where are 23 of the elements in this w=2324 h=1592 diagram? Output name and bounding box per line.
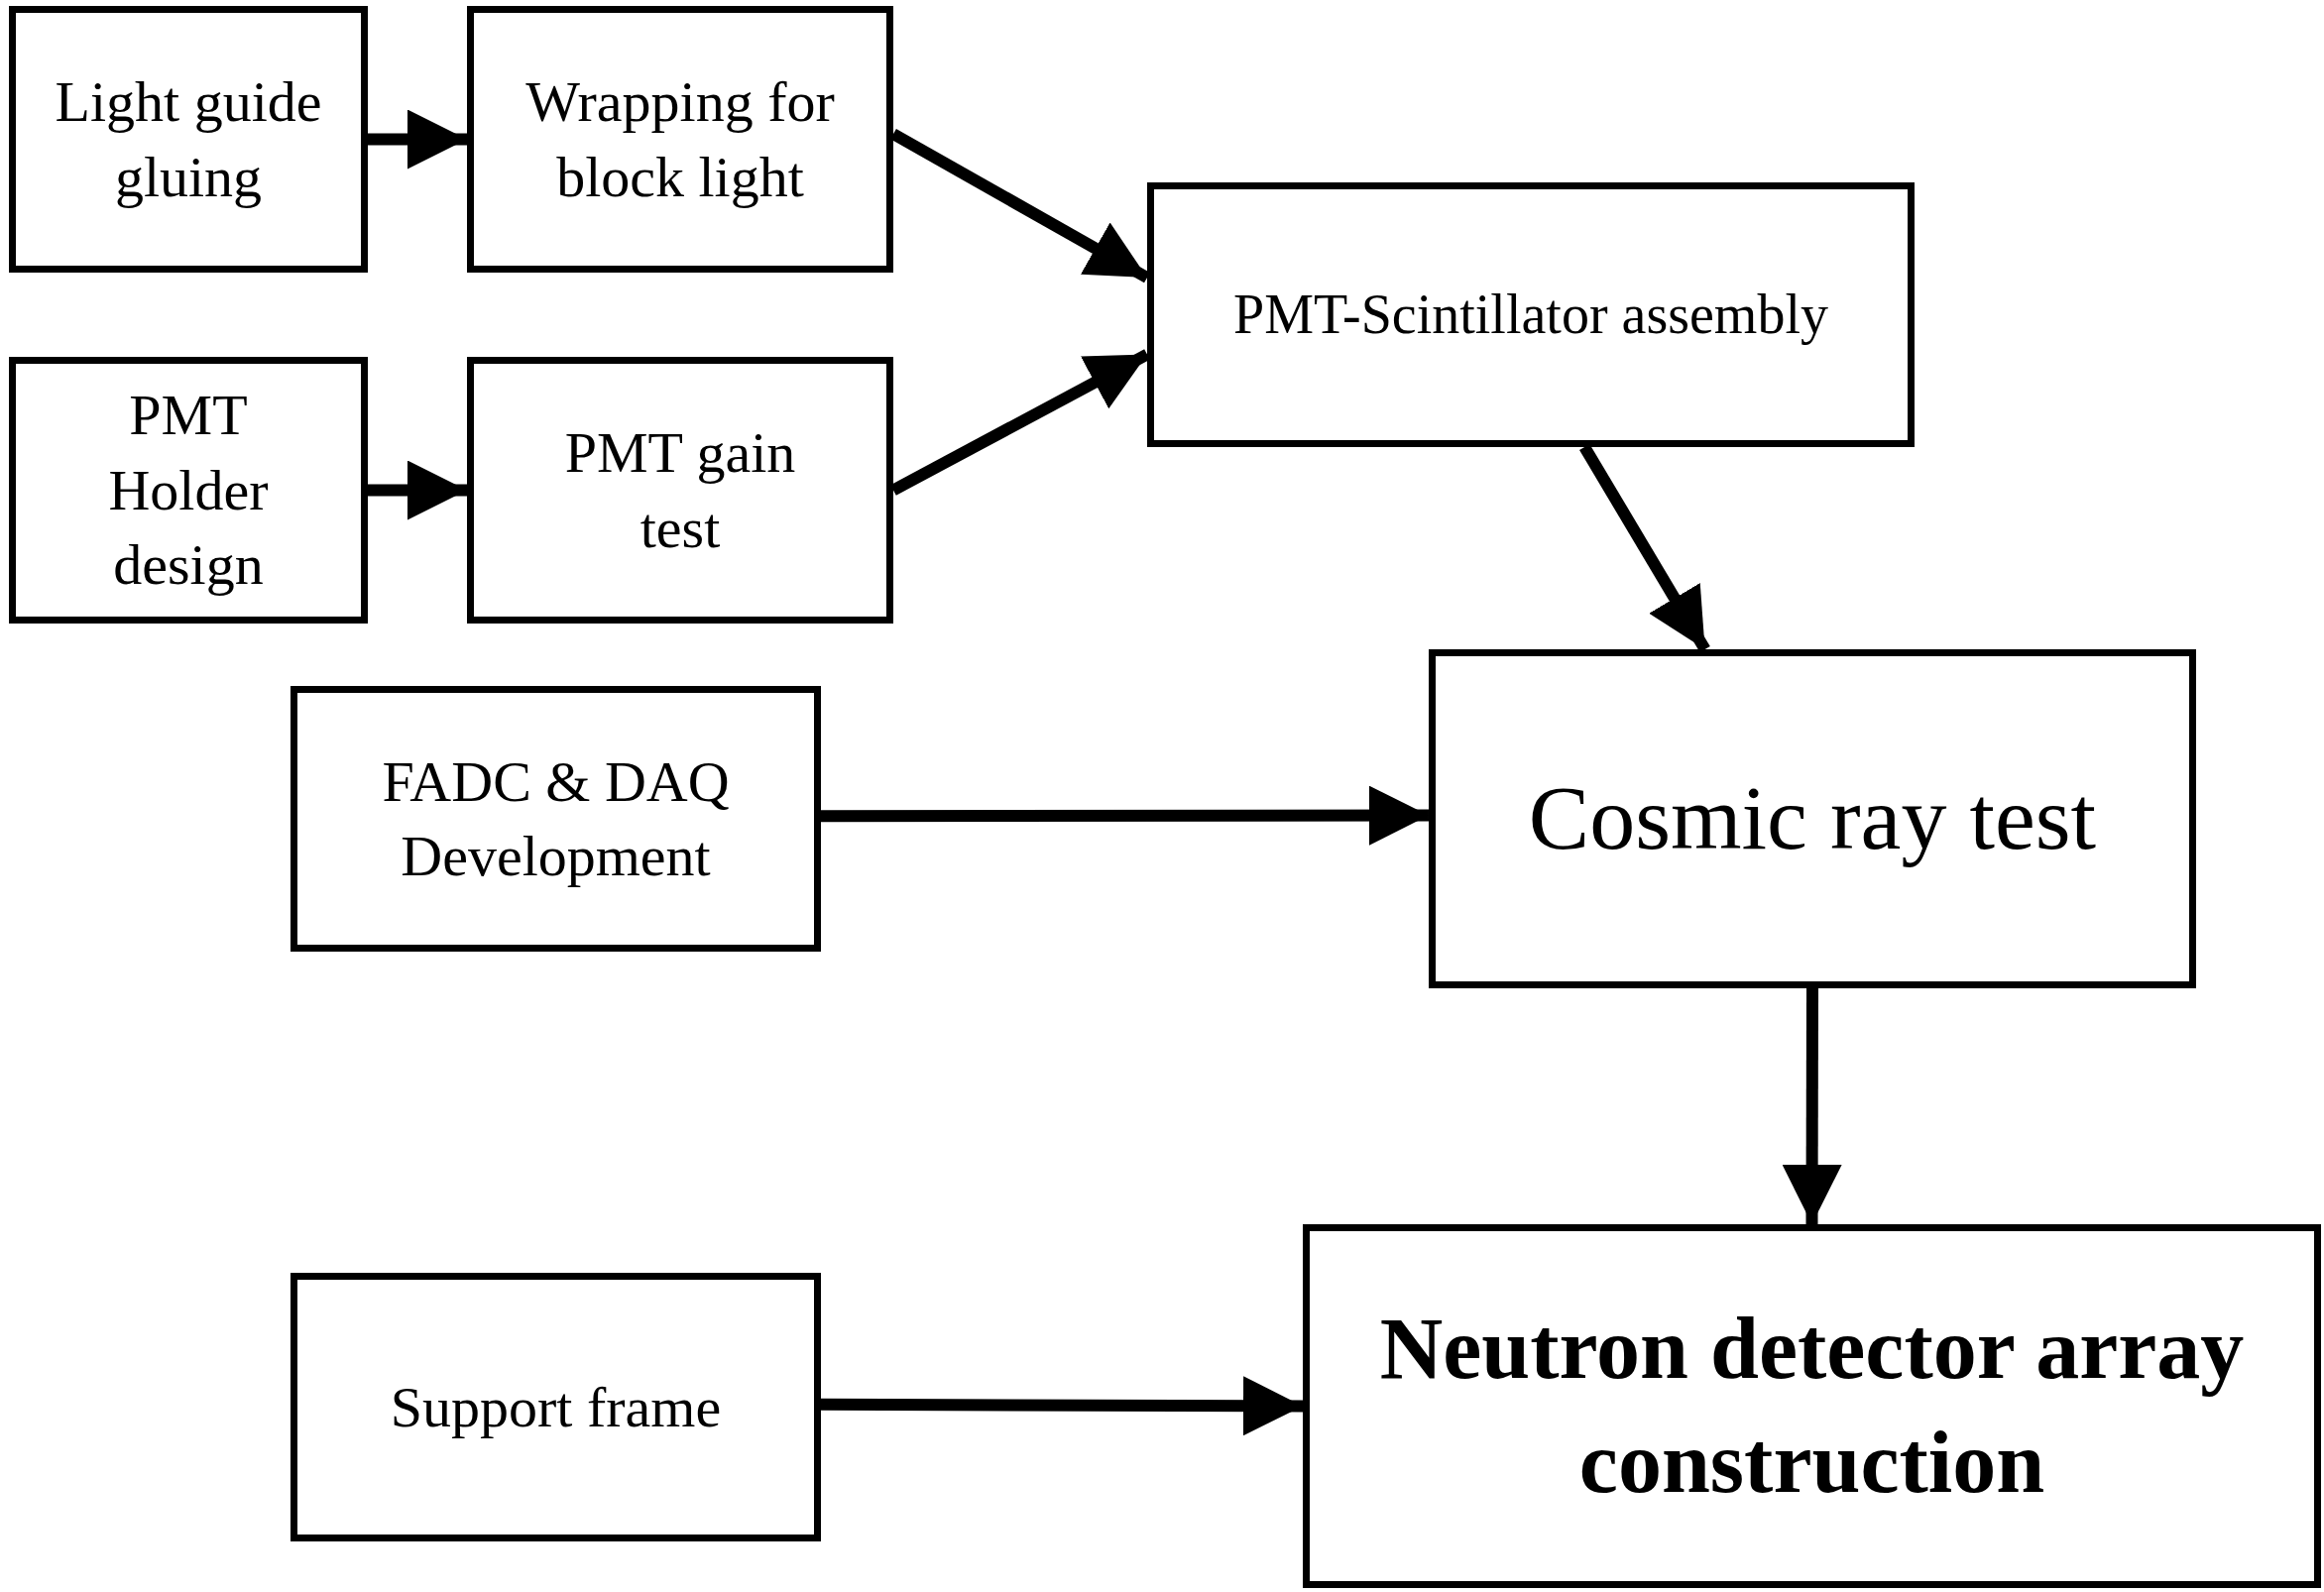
arrow bbox=[821, 785, 1429, 846]
box-label: FADC & DAQ Development bbox=[381, 747, 731, 890]
process-box bbox=[467, 6, 893, 273]
box-label: PMT-Scintillator assembly bbox=[1233, 283, 1828, 348]
process-box bbox=[290, 686, 821, 952]
box-label: Neutron detector array construction bbox=[1378, 1300, 2246, 1513]
box-label: PMT gain test bbox=[563, 419, 797, 562]
process-box bbox=[1303, 1224, 2321, 1588]
arrow bbox=[1782, 987, 1842, 1225]
box-label: Cosmic ray test bbox=[1528, 766, 2097, 871]
process-box bbox=[1429, 649, 2196, 988]
process-box bbox=[9, 357, 368, 624]
box-label: Light guide gluing bbox=[54, 68, 323, 211]
box-label: Wrapping for block light bbox=[524, 68, 836, 211]
process-box bbox=[1147, 182, 1915, 447]
process-box bbox=[467, 357, 893, 624]
arrow bbox=[368, 460, 467, 520]
arrow bbox=[820, 1376, 1304, 1436]
box-label: PMT Holder design bbox=[107, 382, 270, 600]
box-label: Support frame bbox=[390, 1373, 722, 1441]
process-box bbox=[290, 1273, 821, 1541]
process-box bbox=[9, 6, 368, 273]
arrow bbox=[368, 109, 467, 170]
